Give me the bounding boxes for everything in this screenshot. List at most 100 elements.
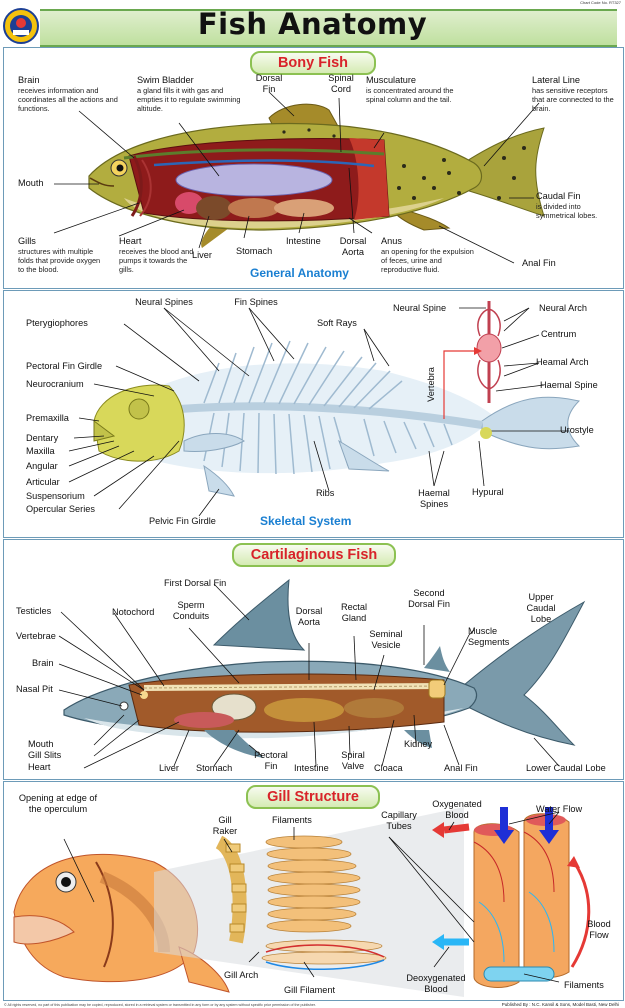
label-haemal-spine: Haemal Spine (540, 380, 598, 390)
desc-gills: structures with multiple folds that prov… (18, 247, 101, 274)
label-first-dorsal-fin: First Dorsal Fin (164, 578, 227, 588)
copyright-note: © All rights reserved, no part of this p… (4, 1003, 316, 1007)
gill-illustration (13, 807, 591, 997)
label-deoxygenated-blood: Deoxygenated Blood (406, 973, 466, 994)
skeletal-panel: Neural Spines Fin Spines Pterygiophores … (3, 290, 624, 538)
label-urostyle: Urostyle (560, 425, 594, 435)
label-neurocranium: Neurocranium (26, 379, 84, 389)
chart-code: Chart Code No. RT327 (580, 0, 621, 5)
skeleton-illustration (68, 301, 581, 517)
desc-caudal-fin: is divided into symmetrical lobes. (536, 202, 598, 220)
bony-fish-illustration (53, 91, 545, 264)
label-heart-shark: Heart (28, 762, 51, 772)
title-bar (40, 9, 617, 47)
label-neural-arch: Neural Arch (539, 303, 588, 313)
label-vertebrae: Vertebrae (16, 631, 56, 641)
label-lateral-line: Lateral Line (532, 75, 581, 85)
skeletal-system-subheading: Skeletal System (260, 514, 352, 528)
label-neural-spine: Neural Spine (393, 303, 447, 313)
label-anal-fin: Anal Fin (522, 258, 556, 268)
desc-brain: receives information and coordinates all… (18, 86, 118, 113)
label-swim-bladder: Swim Bladder (137, 75, 194, 85)
label-cloaca: Cloaca (374, 763, 403, 773)
label-centrum: Centrum (541, 329, 577, 339)
label-water-flow: Water Flow (536, 804, 583, 814)
label-sperm-conduits: Sperm Conduits (172, 600, 210, 621)
label-seminal-vesicle: Seminal Vesicle (369, 629, 403, 650)
label-lower-caudal-lobe: Lower Caudal Lobe (526, 763, 606, 773)
publisher-note: Published By : N.C. Kansil & Sons, Model… (501, 1002, 619, 1007)
label-second-dorsal-fin: Second Dorsal Fin (408, 588, 450, 609)
label-dentary: Dentary (26, 433, 59, 443)
label-heamal-arch: Heamal Arch (536, 357, 589, 367)
gill-structure-panel: Gill Structure Opening at edge of the op… (3, 781, 624, 1001)
label-intestine-shark: Intestine (294, 763, 329, 773)
gill-structure-heading: Gill Structure (246, 785, 380, 809)
label-opercular-series: Opercular Series (26, 504, 95, 514)
label-caudal-fin: Caudal Fin (536, 191, 581, 201)
label-premaxilla: Premaxilla (26, 413, 69, 423)
label-pectoral-fin: Pectoral Fin (254, 750, 288, 771)
label-gills: Gills (18, 236, 36, 246)
label-vertebra: Vertebra (425, 367, 436, 402)
label-blood-flow: Blood Flow (587, 919, 611, 940)
desc-musculature: is concentrated around the spinal column… (366, 86, 454, 104)
label-haemal-spines: Haemal Spines (418, 488, 450, 509)
label-oxygenated-blood: Oxygenated Blood (432, 799, 482, 820)
desc-anus: an opening for the expulsion of feces, u… (381, 247, 474, 274)
label-operculum-opening: Opening at edge of the operculum (18, 793, 98, 814)
label-spinal-cord: Spinal Cord (328, 73, 354, 94)
label-stomach-shark: Stomach (196, 763, 233, 773)
label-fin-spines: Fin Spines (234, 297, 278, 307)
general-anatomy-subheading: General Anatomy (250, 266, 349, 280)
label-upper-caudal-lobe: Upper Caudal Lobe (526, 592, 556, 624)
label-suspensorium: Suspensorium (26, 491, 85, 501)
label-testicles: Testicles (16, 606, 52, 616)
label-pelvic-fin-girdle: Pelvic Fin Girdle (149, 516, 216, 526)
label-brain: Brain (18, 75, 40, 85)
label-filaments-bottom: Filaments (564, 980, 604, 990)
label-liver-shark: Liver (159, 763, 179, 773)
label-ribs: Ribs (316, 488, 335, 498)
bony-fish-panel: Bony Fish Brain receives information and… (3, 47, 624, 289)
label-liver: Liver (192, 250, 212, 260)
desc-swim-bladder: a gland fills it with gas and empties it… (137, 86, 241, 113)
label-musculature: Musculature (366, 75, 417, 85)
label-pterygiophores: Pterygiophores (26, 318, 88, 328)
label-gill-slits: Gill Slits (28, 750, 62, 760)
label-spiral-valve: Spiral Valve (341, 750, 365, 771)
label-anal-fin-shark: Anal Fin (444, 763, 478, 773)
publisher-logo-icon (3, 8, 39, 44)
label-neural-spines: Neural Spines (135, 297, 193, 307)
label-maxilla: Maxilla (26, 446, 55, 456)
label-brain-shark: Brain (32, 658, 54, 668)
label-gill-raker: Gill Raker (212, 815, 238, 836)
label-filaments-top: Filaments (272, 815, 312, 825)
label-gill-arch: Gill Arch (224, 970, 259, 980)
label-heart: Heart (119, 236, 142, 246)
label-anus: Anus (381, 236, 402, 246)
label-nasal-pit: Nasal Pit (16, 684, 53, 694)
label-pectoral-fin-girdle: Pectoral Fin Girdle (26, 361, 103, 371)
label-mouth: Mouth (18, 178, 44, 188)
label-mouth-shark: Mouth (28, 739, 54, 749)
header: Fish Anatomy (0, 5, 625, 47)
page-title: Fish Anatomy (197, 7, 428, 41)
cartilaginous-panel: Cartilaginous Fish First Dorsal Fin Test… (3, 539, 624, 780)
shark-illustration (58, 578, 586, 769)
label-gill-filament: Gill Filament (284, 985, 336, 995)
desc-heart: receives the blood and pumps it towards … (119, 247, 194, 274)
label-dorsal-aorta-shark: Dorsal Aorta (295, 606, 323, 627)
label-angular: Angular (26, 461, 58, 471)
label-stomach: Stomach (236, 246, 273, 256)
label-kidney: Kidney (404, 739, 433, 749)
label-hypural: Hypural (472, 487, 504, 497)
label-articular: Articular (26, 477, 60, 487)
cartilaginous-fish-heading: Cartilaginous Fish (232, 543, 396, 567)
label-capillary-tubes: Capillary Tubes (381, 810, 417, 831)
label-dorsal-aorta: Dorsal Aorta (339, 236, 367, 257)
label-dorsal-fin: Dorsal Fin (255, 73, 283, 94)
label-soft-rays: Soft Rays (317, 318, 357, 328)
label-intestine: Intestine (286, 236, 321, 246)
bony-fish-heading: Bony Fish (250, 51, 376, 75)
